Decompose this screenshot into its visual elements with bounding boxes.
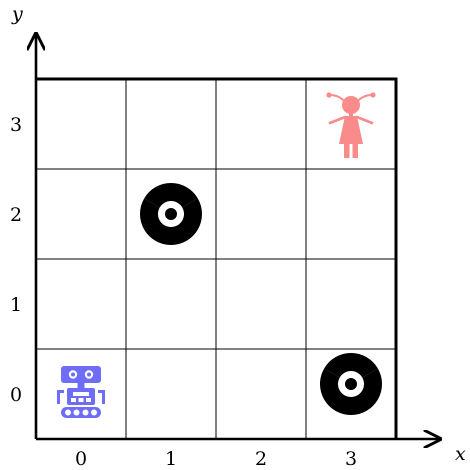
grid-board: [36, 77, 398, 439]
robot-icon: [57, 366, 105, 418]
y-tick-3: 3: [10, 114, 22, 136]
y-tick-0: 0: [10, 384, 22, 406]
x-tick-3: 3: [345, 448, 357, 470]
y-axis-label: y: [11, 3, 23, 25]
y-tick-2: 2: [10, 204, 22, 226]
axes: x y: [11, 3, 466, 465]
y-tick-labels: 0 1 2 3: [10, 114, 22, 406]
radiation-icon: [139, 182, 202, 246]
y-tick-1: 1: [10, 294, 22, 316]
x-tick-2: 2: [255, 448, 267, 470]
x-tick-labels: 0 1 2 3: [75, 448, 357, 470]
x-tick-1: 1: [165, 448, 177, 470]
radiation-icon: [319, 352, 382, 416]
x-tick-0: 0: [75, 448, 87, 470]
girl-icon: [326, 92, 376, 158]
x-axis-label: x: [455, 443, 466, 465]
